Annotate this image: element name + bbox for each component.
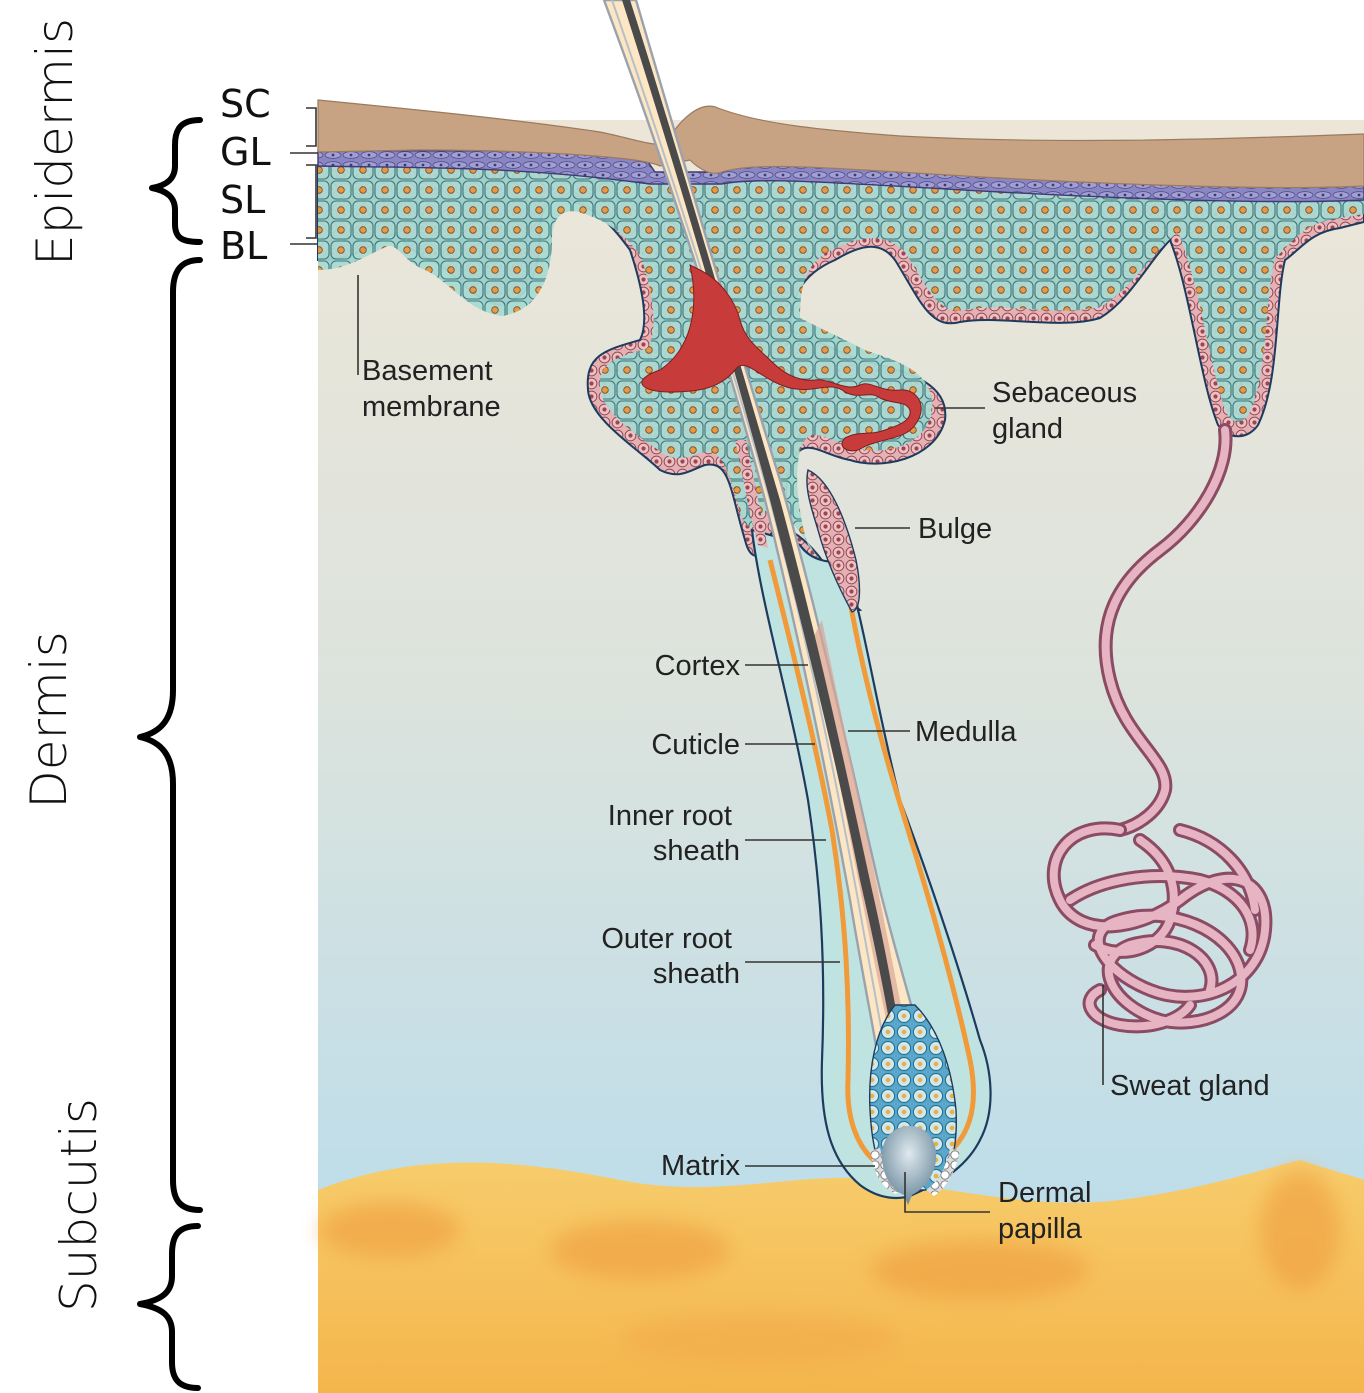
region-braces <box>140 120 200 1388</box>
bl-label: BL <box>220 224 267 268</box>
sebaceous-gland-label-line1: Sebaceous <box>992 377 1137 409</box>
dermal-papilla-label-line1: Dermal <box>998 1177 1091 1209</box>
dermis-label: Dermis <box>20 631 78 809</box>
dermal-papilla-label-line2: papilla <box>998 1213 1083 1245</box>
brace-dermis <box>140 260 200 1210</box>
sweat-gland-label: Sweat gland <box>1110 1070 1270 1102</box>
basement-membrane-label-line2: membrane <box>362 391 501 423</box>
bracket-sc <box>306 108 316 146</box>
brace-subcutis <box>140 1226 198 1388</box>
subcutis-label: Subcutis <box>50 1098 108 1312</box>
cortex-label: Cortex <box>655 650 741 682</box>
inner-root-sheath-label-line2: sheath <box>653 835 740 867</box>
sebaceous-gland-label-line2: gland <box>992 413 1063 445</box>
outer-root-sheath-label-line1: Outer root <box>601 923 732 955</box>
medulla-label: Medulla <box>915 716 1017 748</box>
brace-epidermis <box>152 120 200 242</box>
gl-label: GL <box>220 130 271 174</box>
cuticle-label: Cuticle <box>651 729 740 761</box>
outer-root-sheath-label-line2: sheath <box>653 958 740 990</box>
basement-membrane-label-line1: Basement <box>362 355 493 387</box>
epidermis-label: Epidermis <box>26 18 84 266</box>
sl-label: SL <box>220 178 265 222</box>
bulge-label: Bulge <box>918 513 992 545</box>
matrix-label: Matrix <box>661 1150 740 1182</box>
sc-label: SC <box>220 82 271 126</box>
bracket-sl <box>306 165 316 238</box>
inner-root-sheath-label-line1: Inner root <box>608 800 732 832</box>
